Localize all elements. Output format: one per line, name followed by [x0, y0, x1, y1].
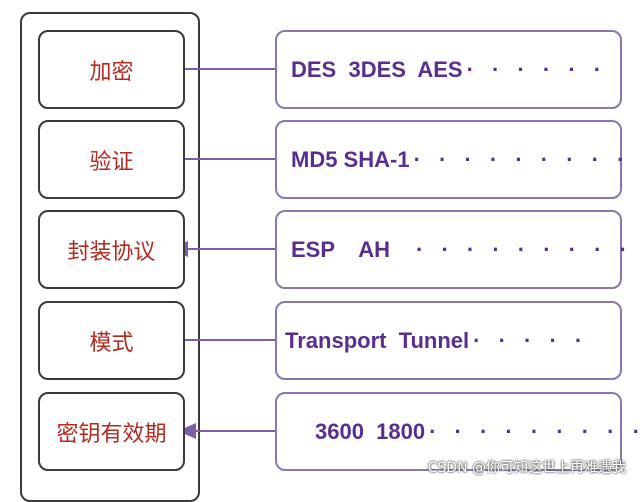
encryption-algorithms: DES 3DES AES — [291, 56, 463, 82]
authentication-algorithms: MD5 SHA-1 — [291, 146, 410, 172]
mode-options-box: Transport Tunnel · · · · · — [275, 301, 622, 380]
encryption-algorithms-box: DES 3DES AES · · · · · · — [275, 30, 622, 109]
watermark: CSDN @你可知这世上再难遇我 — [427, 460, 626, 476]
authentication-label: 验证 — [89, 149, 134, 175]
authentication-dots: · · · · · · · · · · — [413, 146, 640, 172]
encryption-box: 加密 — [38, 30, 185, 109]
key-lifetime-values: 3600 1800 — [315, 418, 426, 444]
mode-options: Transport Tunnel — [285, 327, 470, 353]
encapsulation-label: 封装协议 — [67, 239, 156, 265]
authentication-box: 验证 — [38, 120, 185, 199]
key-lifetime-box: 密钥有效期 — [38, 392, 185, 471]
key-lifetime-values-box: 3600 1800 · · · · · · · · · · — [275, 392, 640, 471]
encryption-dots: · · · · · · — [466, 56, 608, 82]
authentication-algorithms-box: MD5 SHA-1 · · · · · · · · · · — [275, 120, 624, 199]
key-lifetime-label: 密钥有效期 — [56, 421, 167, 447]
encapsulation-dots: · · · · · · · · · · — [416, 236, 640, 262]
mode-box: 模式 — [38, 301, 185, 380]
encapsulation-protocols-box: ESP AH · · · · · · · · · · — [275, 210, 627, 289]
key-lifetime-dots: · · · · · · · · · · — [429, 418, 640, 444]
encapsulation-protocols: ESP AH — [291, 236, 391, 262]
encapsulation-box: 封装协议 — [38, 210, 185, 289]
encryption-label: 加密 — [89, 59, 134, 85]
mode-label: 模式 — [89, 330, 134, 356]
mode-dots: · · · · · — [473, 327, 589, 353]
